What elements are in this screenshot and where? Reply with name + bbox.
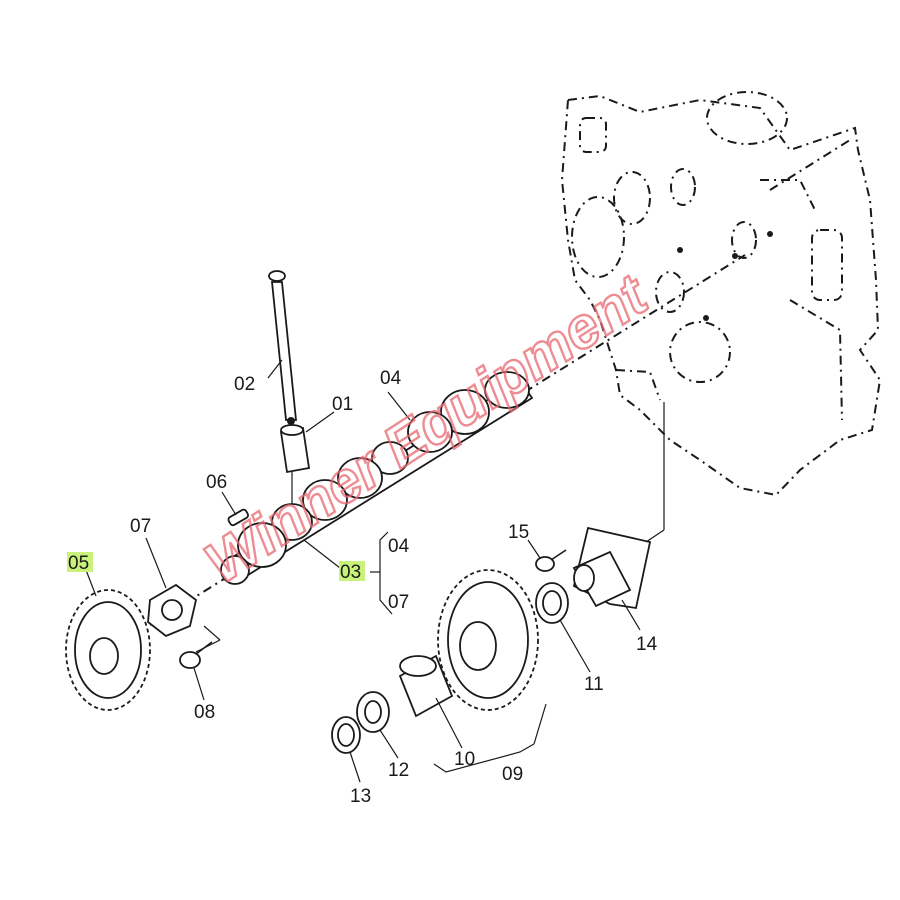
leader-lines bbox=[85, 359, 665, 783]
label-15: 15 bbox=[508, 522, 529, 543]
idler-gear bbox=[437, 569, 539, 711]
camshaft bbox=[220, 371, 534, 585]
label-13: 13 bbox=[350, 786, 371, 807]
washer-12 bbox=[356, 691, 390, 733]
idler-shaft bbox=[572, 526, 652, 610]
label-05: 05 bbox=[68, 553, 89, 574]
label-06: 06 bbox=[206, 472, 227, 493]
label-04-bracket: 04 bbox=[388, 536, 410, 557]
label-04: 04 bbox=[380, 368, 402, 389]
label-10: 10 bbox=[454, 749, 475, 770]
label-02: 02 bbox=[234, 374, 255, 395]
label-08: 08 bbox=[194, 702, 215, 723]
thrust-washer bbox=[535, 582, 569, 624]
label-09: 09 bbox=[502, 764, 523, 785]
label-07: 07 bbox=[130, 516, 151, 537]
highlight-05 bbox=[67, 552, 93, 572]
engine-block bbox=[560, 91, 882, 497]
label-12: 12 bbox=[388, 760, 409, 781]
cam-gear bbox=[65, 589, 151, 711]
label-01: 01 bbox=[332, 394, 353, 415]
label-11: 11 bbox=[584, 674, 604, 695]
label-14: 14 bbox=[636, 634, 658, 655]
bolt-15 bbox=[535, 549, 567, 572]
tappet bbox=[279, 424, 311, 505]
thrust-plate bbox=[147, 583, 198, 638]
bushing bbox=[398, 654, 454, 718]
woodruff-key bbox=[227, 508, 249, 527]
part-labels: 01 02 03 04 04 05 06 07 07 08 09 10 11 1… bbox=[67, 368, 658, 807]
label-07-bracket: 07 bbox=[388, 592, 409, 613]
label-03: 03 bbox=[340, 562, 361, 583]
push-rod bbox=[268, 270, 297, 425]
highlight-03 bbox=[339, 561, 365, 581]
circlip bbox=[331, 716, 361, 754]
